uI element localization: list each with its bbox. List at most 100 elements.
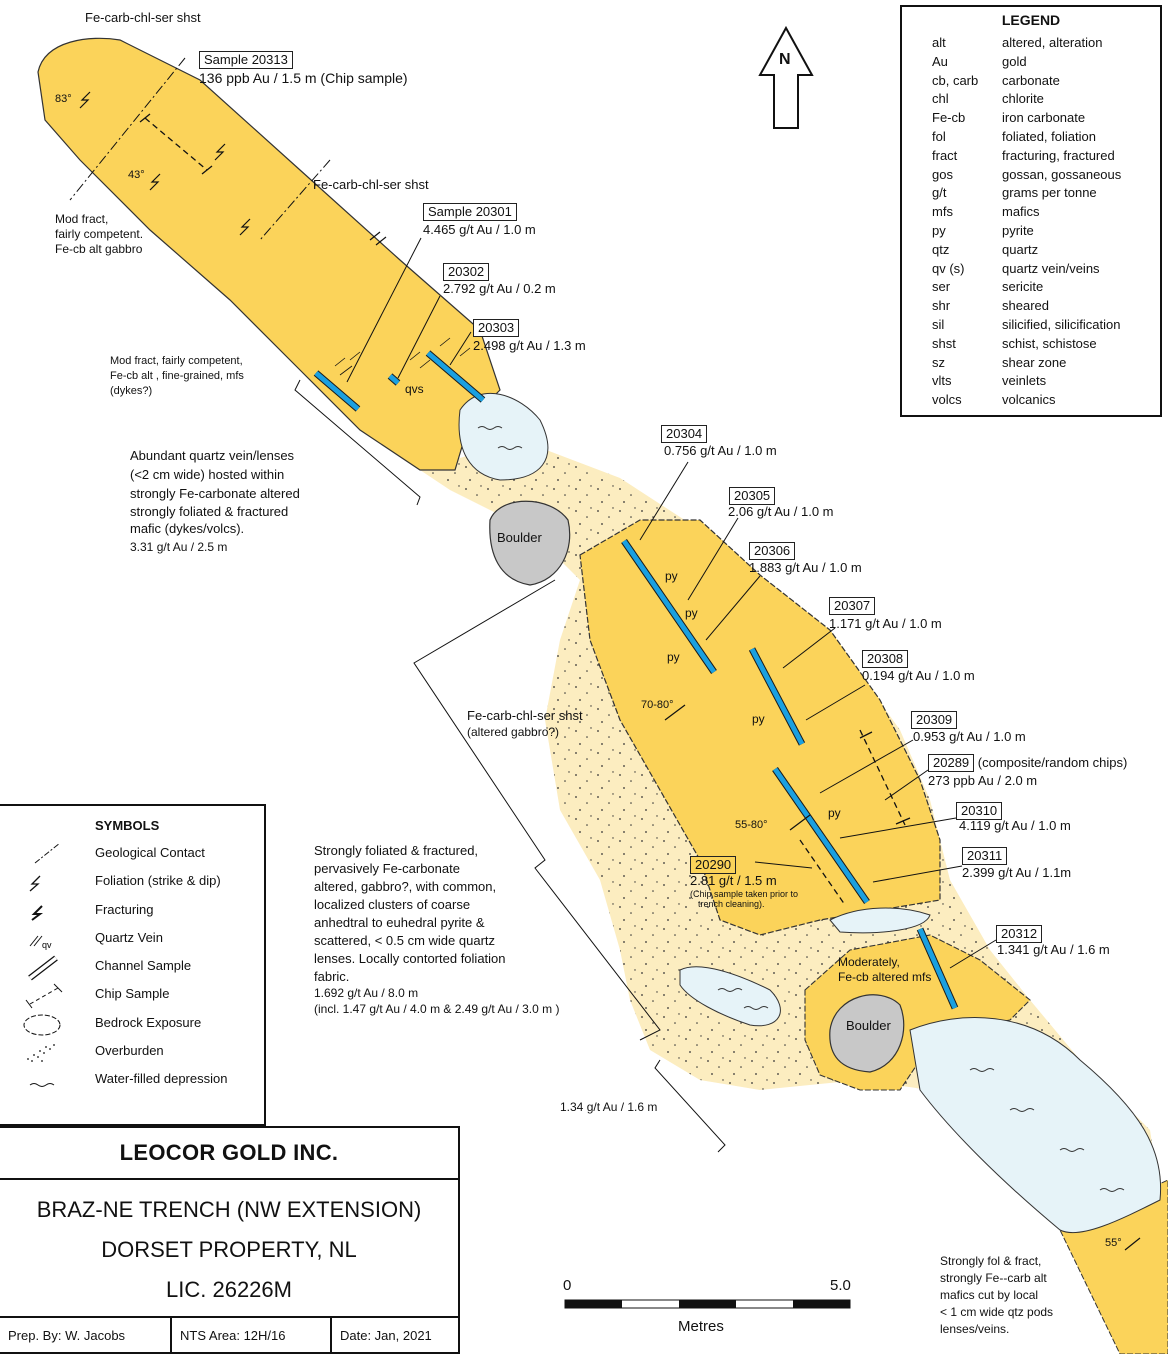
py-label-2: py bbox=[685, 606, 698, 620]
note-strong-7: lenses. Locally contorted foliation bbox=[314, 951, 506, 966]
note-mod-fract-3: Fe-cb alt gabbro bbox=[55, 242, 143, 256]
boulder-label-2: Boulder bbox=[846, 1018, 891, 1033]
note-mf2-1: Mod fract, fairly competent, bbox=[110, 355, 243, 367]
legend-meaning: mafics bbox=[1002, 204, 1040, 220]
legend-meaning: silicified, silicification bbox=[1002, 316, 1121, 332]
chip-samples bbox=[139, 113, 911, 906]
leader-lines bbox=[346, 237, 997, 969]
note-strong-1: Strongly foliated & fractured, bbox=[314, 843, 479, 858]
north-label: N bbox=[779, 51, 791, 68]
legend-abbrev: qtz bbox=[932, 241, 950, 257]
legend-abbrev: shst bbox=[932, 335, 956, 351]
nts-area: NTS Area: 12H/16 bbox=[172, 1318, 332, 1352]
dip-70-80: 70-80° bbox=[641, 699, 674, 711]
note-strong-9: 1.692 g/t Au / 8.0 m bbox=[314, 986, 419, 1000]
note-moderately-2: Fe-cb altered mfs bbox=[838, 970, 932, 984]
note-se-3: mafics cut by local bbox=[940, 1288, 1039, 1302]
symbol-channel-sample: Channel Sample bbox=[0, 954, 264, 982]
note-abund-6: 3.31 g/t Au / 2.5 m bbox=[130, 540, 228, 554]
date: Date: Jan, 2021 bbox=[340, 1327, 432, 1343]
py-label-4: py bbox=[752, 712, 765, 726]
sample-20309-id: 20309 bbox=[911, 711, 958, 729]
legend-abbrev: gos bbox=[932, 166, 953, 182]
sample-20303-result: 2.498 g/t Au / 1.3 m bbox=[473, 338, 586, 353]
sample-20289-result: 273 ppb Au / 2.0 m bbox=[928, 773, 1038, 788]
water-depression-1 bbox=[458, 392, 549, 481]
note-abund-2: (<2 cm wide) hosted within bbox=[130, 467, 285, 482]
quartz-vein-hatching bbox=[334, 337, 471, 376]
scale-end: 5.0 bbox=[830, 1277, 851, 1294]
legend-meaning: foliated, foliation bbox=[1002, 128, 1096, 144]
project-title-3: LIC. 26226M bbox=[166, 1277, 292, 1302]
sample-20301-result: 4.465 g/t Au / 1.0 m bbox=[423, 222, 536, 237]
geological-contact-icon bbox=[34, 842, 61, 864]
legend-meaning: iron carbonate bbox=[1002, 110, 1086, 126]
legend-meaning: altered, alteration bbox=[1002, 35, 1103, 50]
water-depression-4 bbox=[909, 1017, 1162, 1234]
note-strong-6: scattered, < 0.5 cm wide quartz bbox=[314, 933, 496, 948]
qvs-label: qvs bbox=[405, 382, 424, 396]
note-abund-4: strongly foliated & fractured bbox=[130, 504, 289, 519]
sample-20305-id: 20305 bbox=[729, 487, 776, 505]
bedrock-exposure-icon bbox=[23, 1014, 61, 1036]
bedrock-exposure-nw bbox=[37, 37, 501, 471]
sample-20308-id: 20308 bbox=[862, 650, 909, 668]
boulder-1 bbox=[489, 500, 571, 586]
legend-abbrev: Fe-cb bbox=[932, 110, 966, 126]
legend-meaning: quartz bbox=[1002, 241, 1039, 257]
dip-55-80: 55-80° bbox=[735, 819, 768, 831]
sample-20306-result: 1.883 g/t Au / 1.0 m bbox=[749, 560, 862, 575]
note-abund-3: strongly Fe-carbonate altered bbox=[130, 486, 300, 501]
legend-meaning: carbonate bbox=[1002, 72, 1060, 88]
note-strong-5: anhedtral to euhedral pyrite & bbox=[314, 915, 485, 930]
legend-row: qtz quartz bbox=[902, 241, 1160, 260]
legend-meaning: veinlets bbox=[1002, 373, 1047, 389]
sample-20289-id: 20289 (composite/random chips) bbox=[928, 754, 1127, 772]
symbol-overburden: Overburden bbox=[0, 1039, 264, 1067]
sample-20304-result: 0.756 g/t Au / 1.0 m bbox=[664, 443, 777, 458]
note-se-4: < 1 cm wide qtz pods bbox=[940, 1305, 1054, 1319]
sample-20303-id: 20303 bbox=[473, 319, 520, 337]
sample-20290-note-1: (Chip sample taken prior to bbox=[690, 889, 799, 899]
dip-43: 43° bbox=[128, 169, 145, 181]
legend-abbrev: sil bbox=[932, 316, 945, 332]
prepared-by: Prep. By: W. Jacobs bbox=[0, 1318, 172, 1352]
label-lower-shst: Fe-carb-chl-ser shst bbox=[467, 708, 583, 723]
sample-20306-id: 20306 bbox=[749, 542, 796, 560]
sample-20290-result: 2.81 g/t / 1.5 m bbox=[690, 873, 777, 888]
sample-20302-result: 2.792 g/t Au / 0.2 m bbox=[443, 281, 556, 296]
sample-20290-id: 20290 bbox=[690, 856, 737, 874]
symbol-chip-sample: Chip Sample bbox=[0, 982, 264, 1010]
sample-20312-id: 20312 bbox=[996, 925, 1043, 943]
legend-abbrev: vlts bbox=[932, 373, 952, 389]
legend-row: gos gossan, gossaneous bbox=[902, 166, 1160, 185]
legend-row: vlts veinlets bbox=[902, 372, 1160, 391]
title-block: LEOCOR GOLD INC. BRAZ-NE TRENCH (NW EXTE… bbox=[0, 1126, 460, 1354]
company-name: LEOCOR GOLD INC. bbox=[0, 1128, 458, 1180]
note-strong-10: (incl. 1.47 g/t Au / 4.0 m & 2.49 g/t Au… bbox=[314, 1002, 560, 1016]
legend-meaning: gossan, gossaneous bbox=[1002, 166, 1122, 182]
legend-abbrev: qv (s) bbox=[932, 260, 965, 276]
sample-20307-id: 20307 bbox=[829, 597, 876, 615]
legend-row: Fe-cb iron carbonate bbox=[902, 109, 1160, 128]
note-abund-5: mafic (dykes/volcs). bbox=[130, 521, 245, 536]
sample-20302-id: 20302 bbox=[443, 263, 490, 281]
note-se-2: strongly Fe--carb alt bbox=[940, 1271, 1047, 1285]
note-strong-8: fabric. bbox=[314, 969, 350, 984]
channel-sample-20304-20306 bbox=[621, 539, 717, 674]
symbol-water-depression: Water-filled depression bbox=[0, 1067, 264, 1095]
sample-20309-result: 0.953 g/t Au / 1.0 m bbox=[913, 729, 1026, 744]
symbol-fracturing: Fracturing bbox=[0, 898, 264, 926]
boulder-label-1: Boulder bbox=[497, 530, 542, 545]
interval-brackets bbox=[294, 379, 726, 1153]
label-mid-shst: Fe-carb-chl-ser shst bbox=[313, 177, 429, 192]
legend-row: sil silicified, silicification bbox=[902, 316, 1160, 335]
